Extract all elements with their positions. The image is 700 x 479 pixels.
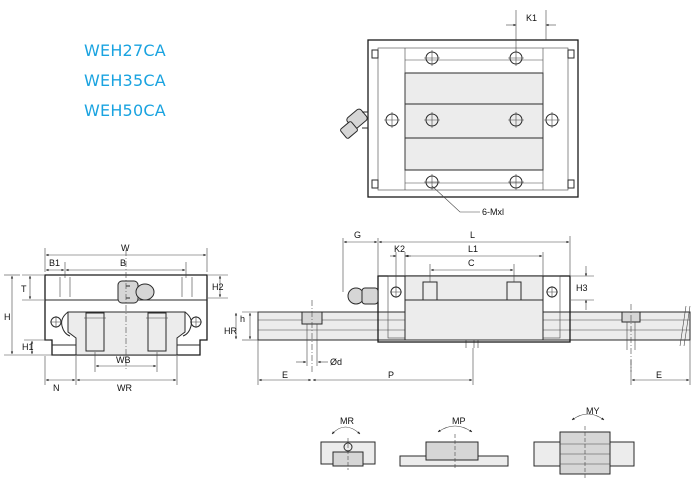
grease-nipple-icon [340,108,369,139]
top-view-bolt-holes [424,50,524,190]
model-name-2: WEH35CA [84,71,166,90]
moment-mp-diagram: MP [399,416,509,470]
label-mr: MR [340,416,354,426]
label-6-mxl: 6-Mxl [482,207,504,217]
label-my: MY [586,406,600,416]
label-h2: H2 [212,282,224,292]
label-od: Ød [330,357,342,367]
label-b1: B1 [49,258,60,268]
label-h: H [4,312,11,322]
label-b: B [120,258,126,268]
label-h1: H1 [22,342,34,352]
label-g: G [354,230,361,240]
label-n: N [53,383,60,393]
label-k2: K2 [394,244,405,254]
label-e-left: E [282,370,288,380]
front-grease-nipple-icon [117,280,155,304]
label-l: L [470,230,475,240]
moment-mr-diagram: MR [320,416,376,470]
front-view: W B1 B T H2 H H1 WB N [4,243,228,393]
model-list: WEH27CA WEH35CA WEH50CA [84,36,166,126]
label-mp: MP [452,416,466,426]
label-e-right: E [656,370,662,380]
label-p: P [388,370,394,380]
label-wr: WR [117,383,132,393]
label-hr: HR [224,326,237,336]
label-k1: K1 [526,13,537,23]
model-name-1: WEH27CA [84,41,166,60]
front-view-rail [67,311,186,356]
label-wb: WB [116,355,131,365]
label-l1: L1 [468,244,478,254]
label-h-lower: h [240,314,245,324]
side-grease-nipple-icon [347,287,379,305]
moment-my-diagram: MY [533,406,635,478]
model-name-3: WEH50CA [84,101,166,120]
label-t: T [21,284,27,294]
side-view: G L K2 L1 C H3 h HR Ød [224,230,691,385]
label-c: C [468,258,475,268]
label-w: W [121,243,130,253]
top-view: K1 6-Mxl [340,10,579,217]
label-h3: H3 [576,283,588,293]
